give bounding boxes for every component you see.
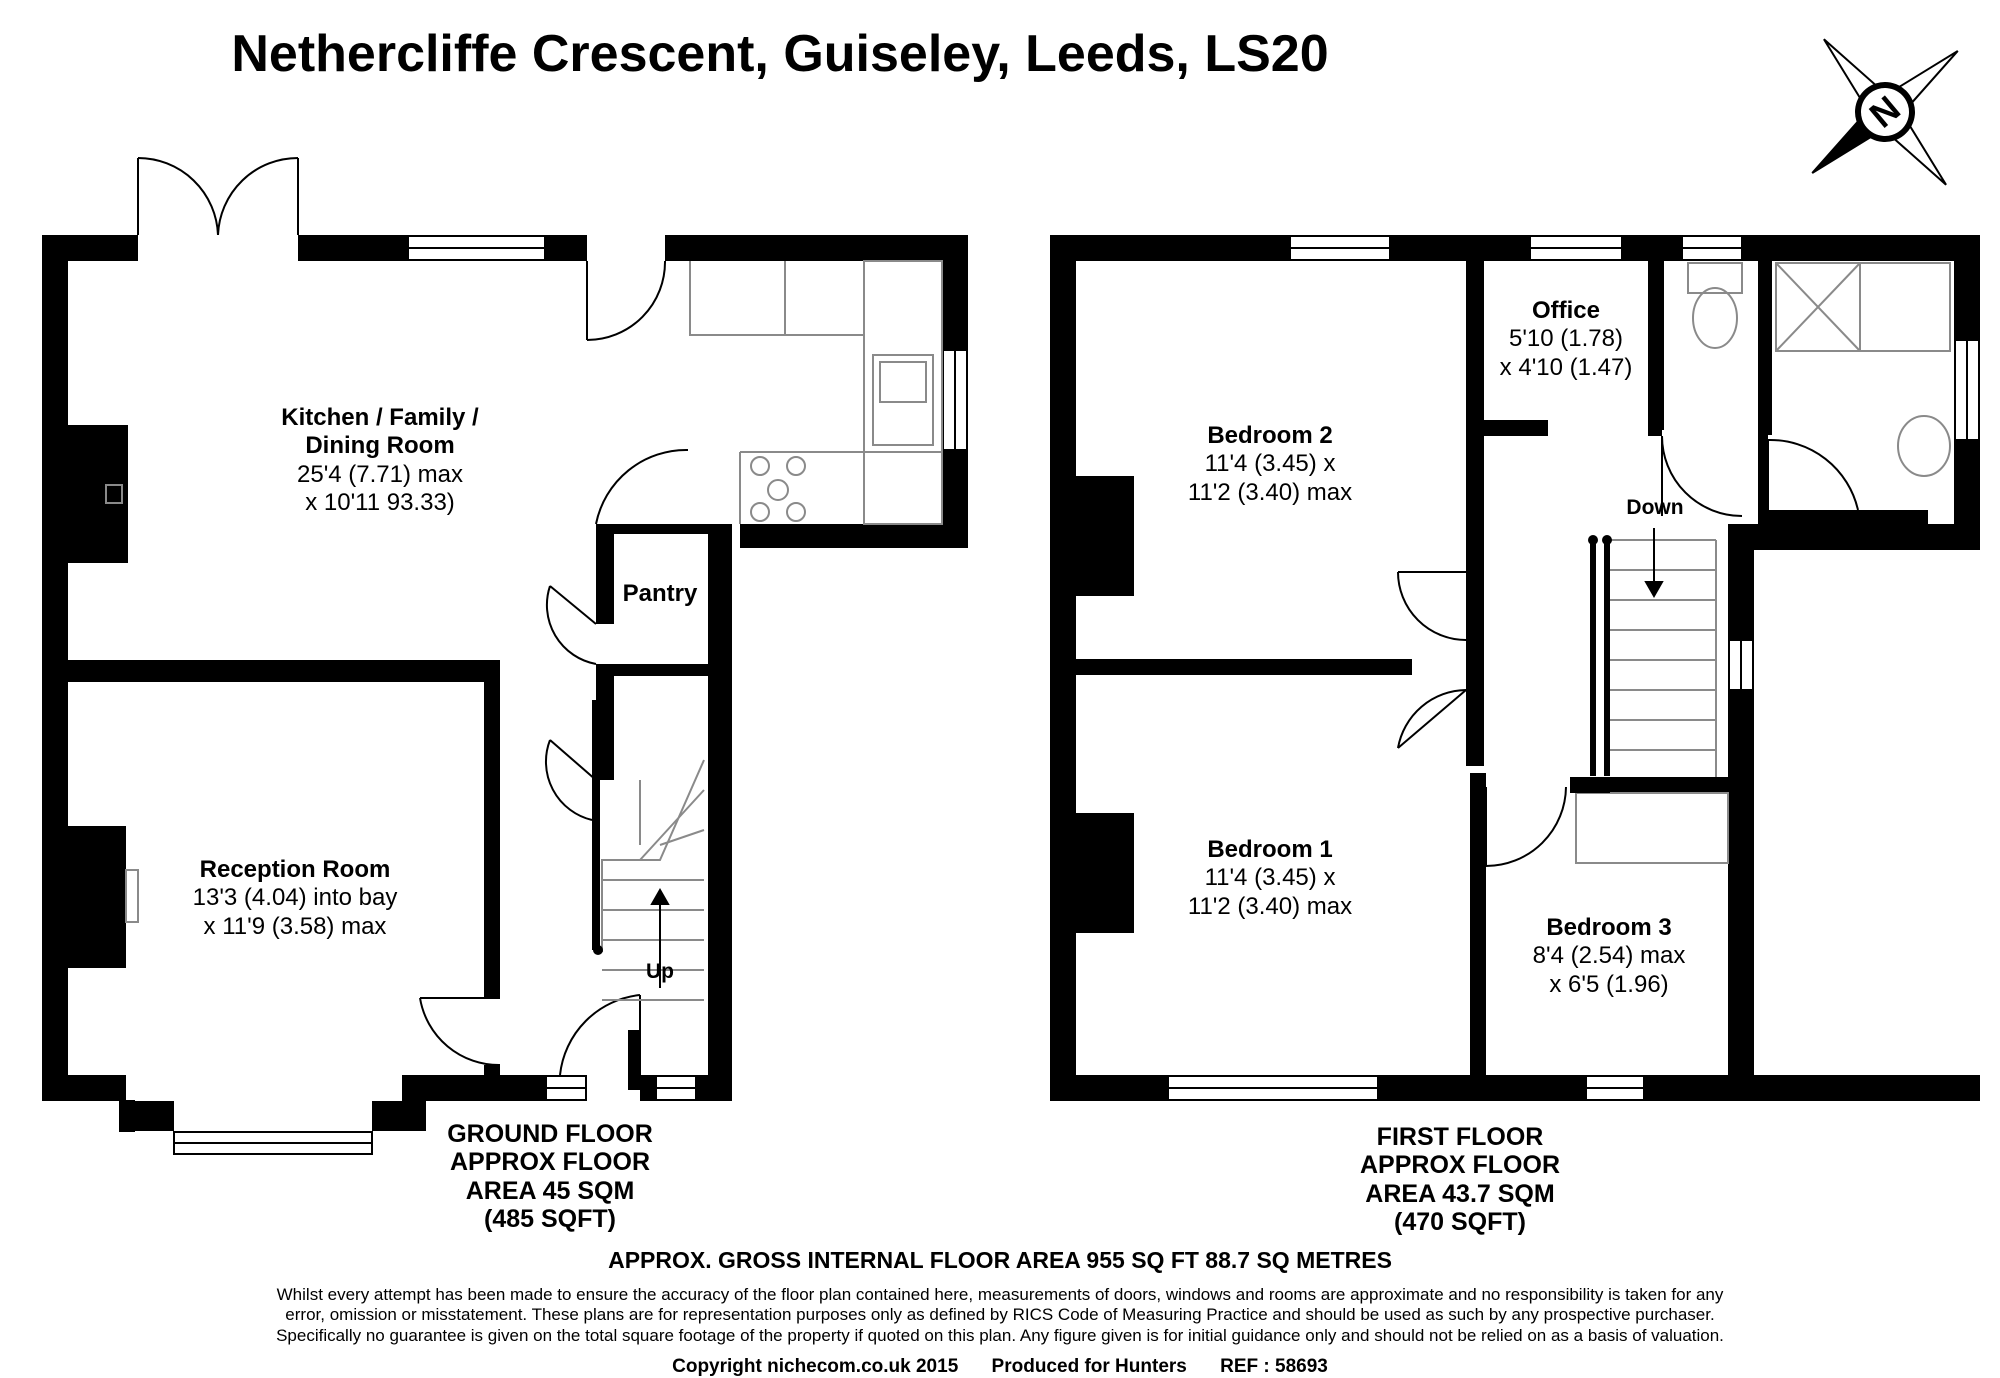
room-office-name: Office — [1531, 297, 1600, 324]
stairs-arrows — [650, 528, 1664, 988]
copyright-line: Copyright nichecom.co.uk 2015 Produced f… — [0, 1356, 2000, 1378]
room-bedroom-3-dim2: x 6'5 (1.96) — [1549, 970, 1669, 998]
room-bedroom-1-dim2: 11'2 (3.40) max — [1187, 892, 1353, 920]
room-bedroom-2: Bedroom 2 11'4 (3.45) x 11'2 (3.40) max — [1120, 422, 1420, 507]
room-reception-dim2: x 11'9 (3.58) max — [203, 912, 387, 940]
reference-text: REF : 58693 — [1220, 1356, 1328, 1377]
doors — [137, 157, 1859, 1076]
room-office-dim1: 5'10 (1.78) — [1509, 325, 1623, 353]
room-kitchen-dim2: x 10'11 93.33) — [305, 488, 455, 516]
room-office-dim2: x 4'10 (1.47) — [1499, 353, 1633, 381]
ground-floor-label: GROUND FLOOR APPROX FLOOR AREA 45 SQM (4… — [420, 1120, 680, 1233]
room-kitchen-name-2: Dining Room — [305, 432, 455, 460]
room-bedroom-1-dim1: 11'4 (3.45) x — [1204, 864, 1336, 892]
first-floor-label-line3: AREA 43.7 SQM — [1365, 1179, 1555, 1208]
first-floor-label: FIRST FLOOR APPROX FLOOR AREA 43.7 SQM (… — [1330, 1123, 1590, 1236]
disclaimer-line-3: Specifically no guarantee is given on th… — [276, 1325, 1724, 1345]
gross-area: APPROX. GROSS INTERNAL FLOOR AREA 955 SQ… — [608, 1247, 1392, 1273]
stairs-up-label: Up — [646, 960, 674, 983]
ground-floor-label-line4: (485 SQFT) — [484, 1204, 616, 1233]
room-office: Office 5'10 (1.78) x 4'10 (1.47) — [1484, 297, 1648, 382]
room-kitchen: Kitchen / Family / Dining Room 25'4 (7.7… — [220, 404, 540, 517]
room-pantry: Pantry — [622, 580, 698, 607]
disclaimer-line-1: Whilst every attempt has been made to en… — [276, 1285, 1724, 1304]
first-floor-label-line1: FIRST FLOOR — [1376, 1123, 1544, 1151]
fixtures — [105, 260, 1951, 1001]
room-reception-dim1: 13'3 (4.04) into bay — [192, 884, 398, 912]
stairs-down-label: Down — [1626, 496, 1684, 519]
walls — [42, 235, 1980, 1131]
first-floor-label-line2: APPROX FLOOR — [1359, 1151, 1560, 1180]
ground-floor-label-line1: GROUND FLOOR — [447, 1120, 653, 1148]
windows — [119, 235, 1980, 1155]
room-reception: Reception Room 13'3 (4.04) into bay x 11… — [150, 856, 440, 941]
first-floor-label-line4: (470 SQFT) — [1394, 1207, 1526, 1236]
room-kitchen-dim1: 25'4 (7.71) max — [297, 460, 463, 488]
room-bedroom-2-name: Bedroom 2 — [1207, 422, 1333, 449]
room-bedroom-3-name: Bedroom 3 — [1546, 914, 1672, 941]
produced-for-text: Produced for Hunters — [991, 1356, 1187, 1377]
room-bedroom-3-dim1: 8'4 (2.54) max — [1532, 942, 1686, 970]
disclaimer-line-2: error, omission or misstatement. These p… — [285, 1305, 1715, 1325]
room-bedroom-3: Bedroom 3 8'4 (2.54) max x 6'5 (1.96) — [1490, 914, 1728, 999]
ground-floor-label-line3: AREA 45 SQM — [465, 1176, 635, 1205]
room-kitchen-name: Kitchen / Family / — [281, 404, 479, 431]
room-reception-name: Reception Room — [199, 856, 391, 883]
room-bedroom-1: Bedroom 1 11'4 (3.45) x 11'2 (3.40) max — [1120, 836, 1420, 921]
page-title: Nethercliffe Crescent, Guiseley, Leeds, … — [231, 25, 1329, 83]
compass-icon — [1811, 38, 1959, 186]
disclaimer: Whilst every attempt has been made to en… — [200, 1285, 1800, 1346]
room-bedroom-1-name: Bedroom 1 — [1207, 836, 1333, 863]
ground-floor-label-line2: APPROX FLOOR — [449, 1148, 650, 1177]
room-bedroom-2-dim2: 11'2 (3.40) max — [1187, 478, 1353, 506]
stair-rails — [593, 535, 1612, 955]
room-bedroom-2-dim1: 11'4 (3.45) x — [1204, 450, 1336, 478]
copyright-text: Copyright nichecom.co.uk 2015 — [672, 1356, 959, 1377]
